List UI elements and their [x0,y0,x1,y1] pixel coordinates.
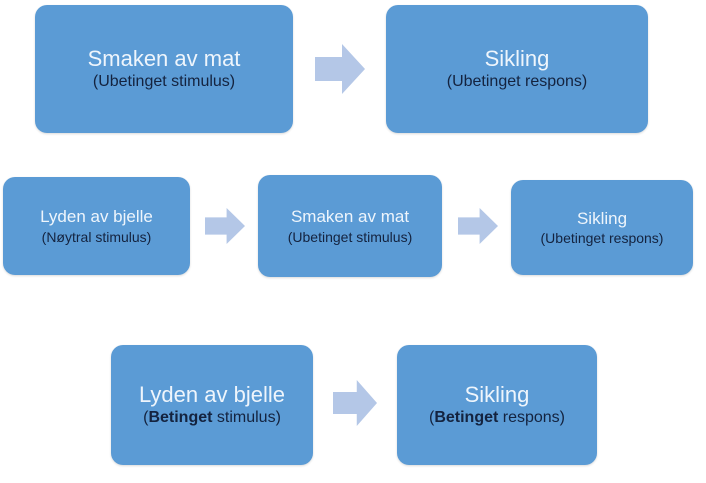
box-subtitle: (Betinget stimulus) [143,408,281,429]
paren: ( [143,409,149,427]
box-bell-neutral-stimulus: Lyden av bjelle (Nøytral stimulus) [3,177,190,275]
box-subtitle: (Ubetinget respons) [540,230,664,247]
box-salivation-conditioned-response: Sikling (Betinget respons) [397,345,597,465]
rest: respons) [498,409,566,427]
box-title: Sikling [464,381,530,407]
box-title: Smaken av mat [87,45,241,71]
box-subtitle: (Betinget respons) [429,408,565,429]
box-subtitle: (Nøytral stimulus) [41,228,152,245]
box-bell-conditioned-stimulus: Lyden av bjelle (Betinget stimulus) [111,345,313,465]
bold-term: Betinget [434,409,499,427]
box-subtitle: (Ubetinget stimulus) [287,228,413,245]
box-title: Sikling [576,208,628,228]
box-title: Smaken av mat [290,207,410,227]
box-title: Lyden av bjelle [40,207,153,227]
box-food-taste-unconditioned-stimulus: Smaken av mat (Ubetinget stimulus) [35,5,293,133]
box-subtitle: (Ubetinget stimulus) [92,73,236,91]
box-salivation-unconditioned-response-2: Sikling (Ubetinget respons) [511,180,693,275]
arrow-right-icon [315,44,365,94]
box-title: Sikling [484,45,550,71]
box-subtitle: (Ubetinget respons) [446,73,588,91]
box-salivation-unconditioned-response: Sikling (Ubetinget respons) [386,5,648,133]
bold-term: Betinget [148,409,213,427]
arrow-right-icon [333,380,377,426]
arrow-right-icon [205,208,245,244]
arrow-right-icon [458,208,498,244]
paren: ( [428,409,435,427]
rest: stimulus) [212,409,281,427]
box-title: Lyden av bjelle [139,381,285,407]
box-food-taste-unconditioned-stimulus-2: Smaken av mat (Ubetinget stimulus) [258,175,442,277]
